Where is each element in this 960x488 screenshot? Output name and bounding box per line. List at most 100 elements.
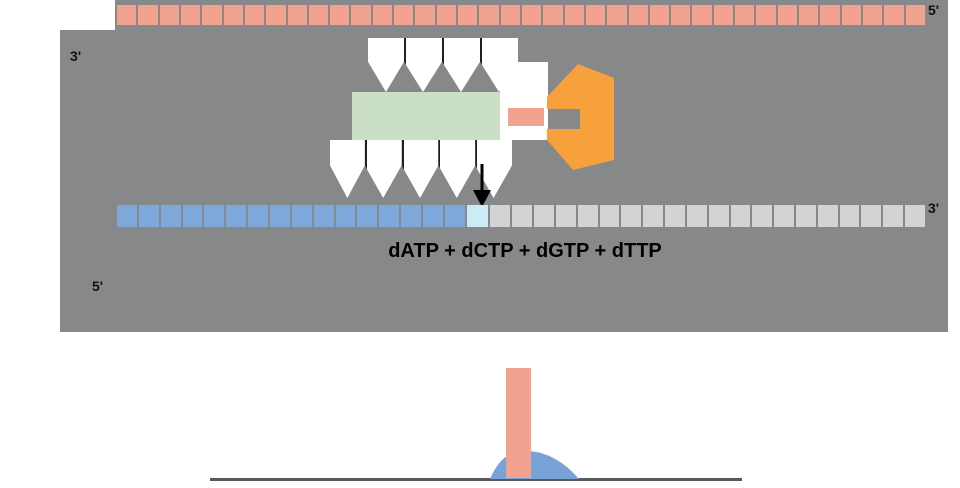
template-strand-cell bbox=[649, 5, 670, 25]
hydrogen-bond-cluster-top bbox=[368, 38, 518, 92]
dna-polymerase-arrow-icon bbox=[547, 64, 614, 170]
synthesized-segment bbox=[117, 205, 465, 227]
unpaired-template-cell bbox=[599, 205, 620, 227]
template-strand-cell bbox=[479, 5, 499, 25]
template-strand-cell bbox=[841, 5, 861, 25]
unpaired-template-cell bbox=[621, 205, 642, 227]
new-strand-cell bbox=[357, 205, 378, 227]
template-strand-cell bbox=[671, 5, 691, 25]
template-strand-cell bbox=[415, 5, 435, 25]
template-strand-cell bbox=[607, 5, 627, 25]
incoming-nucleotide-cell bbox=[466, 205, 489, 227]
template-strand-cell bbox=[287, 5, 307, 25]
new-strand-cell bbox=[423, 205, 443, 227]
new-strand-right-end-label: 3' bbox=[928, 200, 940, 216]
template-strand-cell bbox=[735, 5, 755, 25]
unpaired-template-cell bbox=[534, 205, 554, 227]
template-strand-cell bbox=[308, 5, 329, 25]
unpaired-template-cell bbox=[555, 205, 576, 227]
unpaired-template-cell bbox=[817, 205, 838, 227]
unpaired-template-cell bbox=[708, 205, 729, 227]
template-strand-cell bbox=[820, 5, 840, 25]
dntp-caption: dATP + dCTP + dGTP + dTTP bbox=[388, 240, 662, 262]
template-strand-cell bbox=[500, 5, 520, 25]
template-strand-cell bbox=[351, 5, 371, 25]
unpaired-template-cell bbox=[883, 205, 904, 227]
template-strand-cell bbox=[117, 5, 137, 25]
template-strand-cell bbox=[521, 5, 542, 25]
new-strand-left-end-label: 5' bbox=[92, 278, 104, 294]
template-strand-cell bbox=[777, 5, 797, 25]
template-strand-cell bbox=[713, 5, 734, 25]
template-strand-row bbox=[117, 5, 925, 25]
unpaired-template-cell bbox=[839, 205, 860, 227]
template-strand-cell bbox=[330, 5, 350, 25]
bond-unit bbox=[368, 38, 404, 92]
detail-mound-shape bbox=[490, 451, 579, 479]
new-strand-cell bbox=[335, 205, 356, 227]
new-strand-cell bbox=[313, 205, 334, 227]
new-strand-cell bbox=[226, 205, 247, 227]
detail-strand-bar bbox=[506, 368, 531, 478]
template-strand-cell bbox=[564, 5, 584, 25]
template-strand-cell bbox=[180, 5, 201, 25]
template-strand-cell bbox=[756, 5, 776, 25]
unpaired-template-cell bbox=[665, 205, 685, 227]
new-strand-cell bbox=[401, 205, 422, 227]
detail-enzyme-mound bbox=[490, 451, 579, 479]
incoming-nucleotide bbox=[508, 108, 544, 126]
template-strand-cell bbox=[543, 5, 563, 25]
bond-unit bbox=[404, 38, 442, 92]
new-strand-cell bbox=[138, 205, 159, 227]
new-strand-cell bbox=[379, 205, 400, 227]
unpaired-template-cell bbox=[686, 205, 707, 227]
insertion-arrow-icon bbox=[473, 164, 491, 207]
detail-baseline bbox=[210, 478, 742, 481]
template-strand-cell bbox=[244, 5, 265, 25]
new-strand-cell bbox=[291, 205, 312, 227]
unpaired-template-cell bbox=[796, 205, 816, 227]
bond-unit bbox=[401, 140, 439, 198]
unpaired-template-cell bbox=[730, 205, 751, 227]
paired-bases-green-body bbox=[352, 92, 500, 140]
template-strand-cell bbox=[436, 5, 456, 25]
template-strand-cell bbox=[862, 5, 883, 25]
template-strand-cell bbox=[799, 5, 819, 25]
new-strand-cell bbox=[160, 205, 181, 227]
template-strand-cell bbox=[905, 5, 925, 25]
template-strand-cell bbox=[585, 5, 606, 25]
new-strand-cell bbox=[182, 205, 203, 227]
unpaired-template-cell bbox=[905, 205, 925, 227]
template-strand-cell bbox=[138, 5, 158, 25]
insertion-arrow-head bbox=[473, 190, 491, 207]
new-strand-cell bbox=[204, 205, 225, 227]
template-strand-cell bbox=[159, 5, 179, 25]
unpaired-template-segment bbox=[490, 205, 925, 227]
template-strand-cell bbox=[202, 5, 222, 25]
template-strand-right-end-label: 5' bbox=[928, 2, 940, 18]
template-strand-cell bbox=[628, 5, 648, 25]
unpaired-template-cell bbox=[774, 205, 794, 227]
unpaired-template-cell bbox=[577, 205, 598, 227]
template-strand-cell bbox=[266, 5, 286, 25]
new-strand-cell bbox=[444, 205, 465, 227]
enzyme-white-gap bbox=[500, 62, 548, 140]
new-strand-row bbox=[117, 205, 925, 227]
bond-unit bbox=[330, 140, 365, 198]
bond-unit bbox=[364, 140, 402, 198]
template-strand-cell bbox=[223, 5, 243, 25]
template-strand-cell bbox=[884, 5, 904, 25]
new-strand-cell bbox=[270, 205, 290, 227]
bond-unit bbox=[442, 38, 480, 92]
unpaired-template-cell bbox=[643, 205, 664, 227]
panel-corner-notch bbox=[60, 0, 115, 30]
unpaired-template-cell bbox=[512, 205, 533, 227]
unpaired-template-cell bbox=[752, 205, 773, 227]
template-strand-left-end-label: 3' bbox=[70, 48, 82, 64]
new-strand-cell bbox=[117, 205, 137, 227]
template-strand-cell bbox=[692, 5, 712, 25]
template-strand-cell bbox=[372, 5, 393, 25]
unpaired-template-cell bbox=[490, 205, 511, 227]
template-strand-cell bbox=[394, 5, 414, 25]
